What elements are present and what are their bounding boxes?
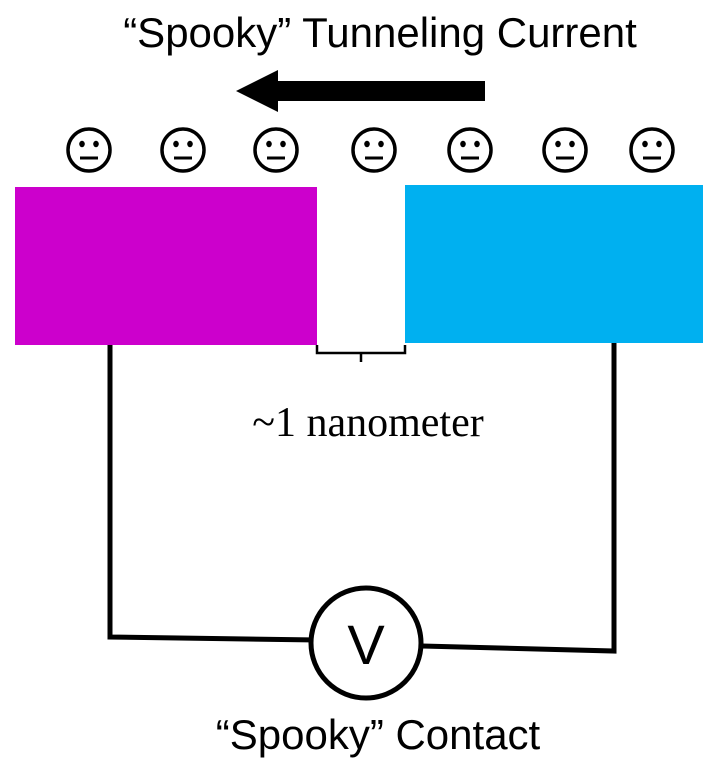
electron-face-icon <box>447 127 493 173</box>
face-eye <box>280 140 286 148</box>
face-eye <box>364 140 370 148</box>
electron-row <box>66 127 675 173</box>
contact-label: “Spooky” Contact <box>216 711 541 758</box>
face-eye <box>378 140 384 148</box>
right-electrode <box>405 185 703 343</box>
gap-label: ~1 nanometer <box>252 400 483 446</box>
face-outline <box>351 127 397 173</box>
electron-face-icon <box>66 127 112 173</box>
voltmeter-symbol: V <box>347 613 385 676</box>
face-eye <box>555 140 561 148</box>
face-outline <box>629 127 675 173</box>
current-arrow-shaft <box>272 81 485 101</box>
face-outline <box>447 127 493 173</box>
face-eye <box>79 140 85 148</box>
face-eye <box>187 140 193 148</box>
diagram-title: “Spooky” Tunneling Current <box>123 9 637 56</box>
face-eye <box>642 140 648 148</box>
face-outline <box>66 127 112 173</box>
face-eye <box>173 140 179 148</box>
face-outline <box>253 127 299 173</box>
electron-face-icon <box>160 127 206 173</box>
electron-face-icon <box>351 127 397 173</box>
electron-face-icon <box>629 127 675 173</box>
face-eye <box>460 140 466 148</box>
face-outline <box>542 127 588 173</box>
current-arrow-head <box>236 70 278 112</box>
face-eye <box>266 140 272 148</box>
current-arrow <box>236 70 485 112</box>
gap-bracket <box>315 345 407 362</box>
face-eye <box>656 140 662 148</box>
left-electrode <box>15 187 317 345</box>
voltmeter: V <box>308 585 424 701</box>
face-outline <box>160 127 206 173</box>
electron-face-icon <box>253 127 299 173</box>
circuit-wire <box>107 343 617 654</box>
face-eye <box>569 140 575 148</box>
voltmeter-circle <box>308 585 424 701</box>
face-eye <box>474 140 480 148</box>
face-eye <box>93 140 99 148</box>
electron-face-icon <box>542 127 588 173</box>
